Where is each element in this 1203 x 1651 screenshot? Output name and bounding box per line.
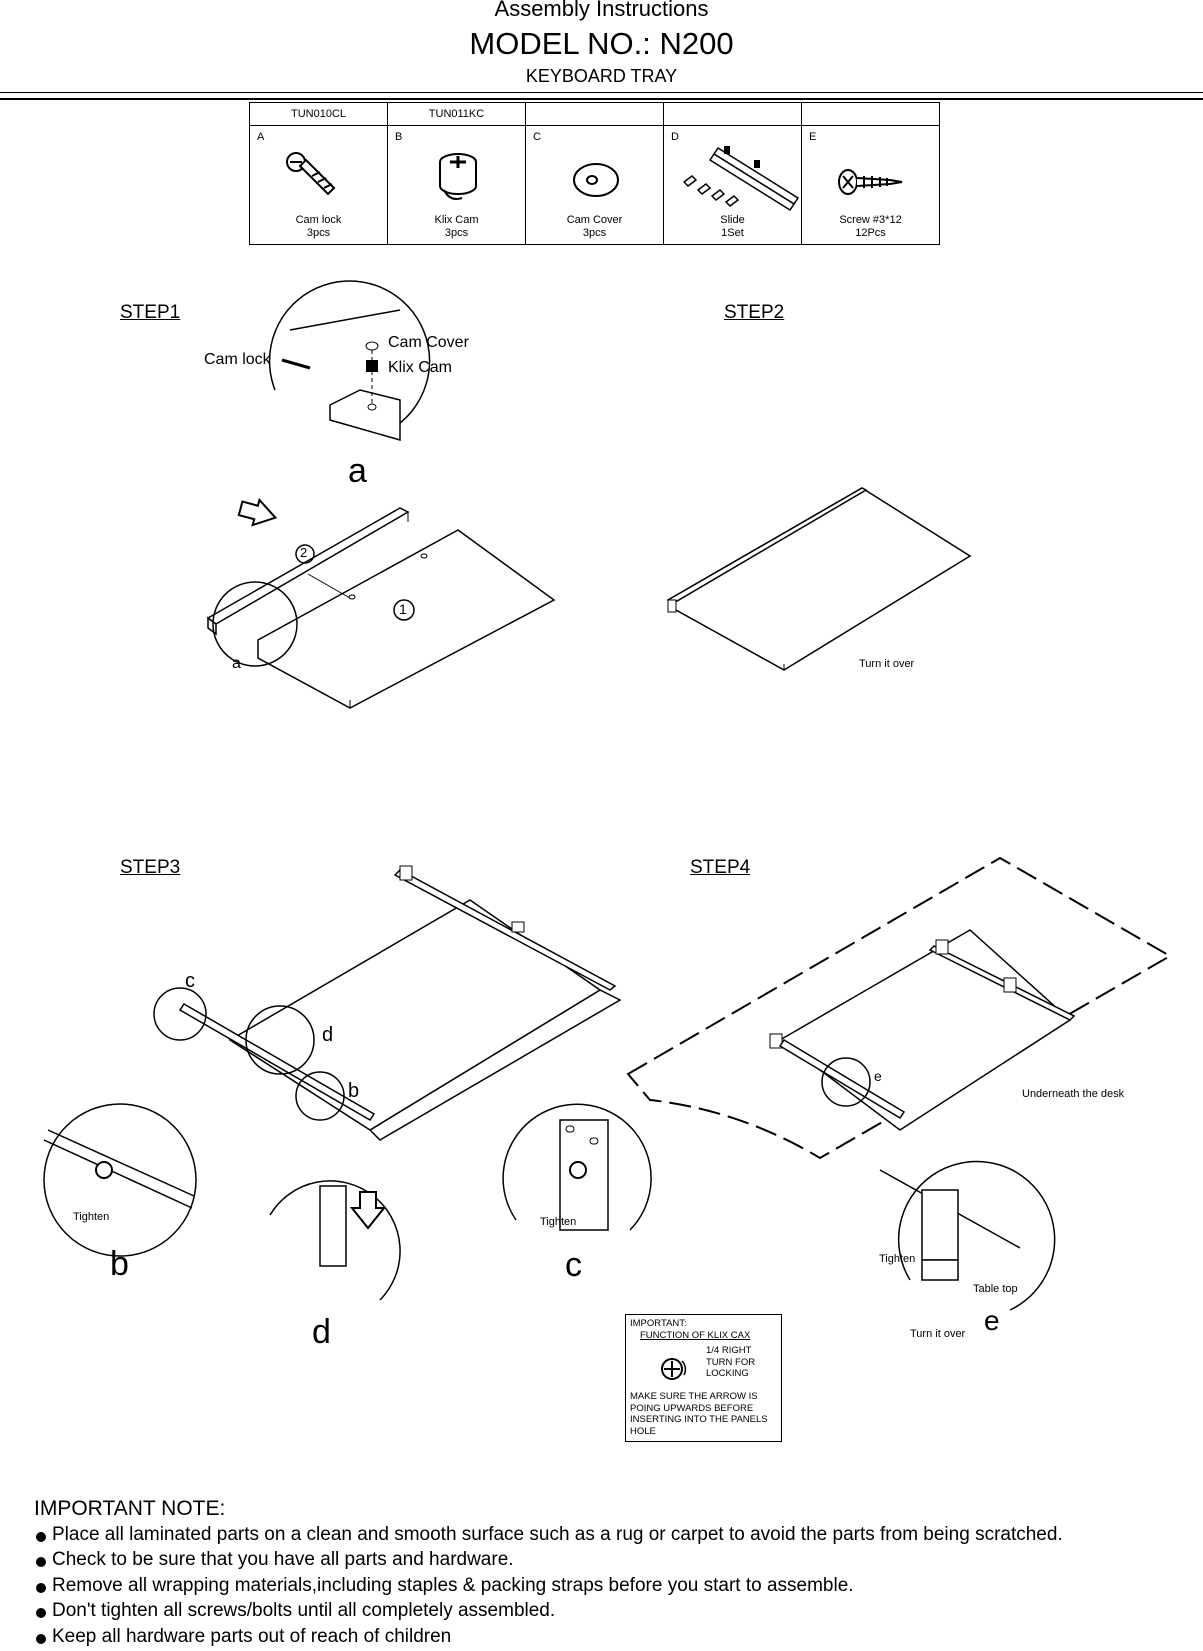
screw-icon <box>838 169 903 195</box>
step1-klix-cam-label: Klix Cam <box>388 359 453 376</box>
step4-underneath: Underneath the desk <box>1022 1088 1125 1100</box>
list-item: Keep all hardware parts out of reach of … <box>34 1624 1063 1650</box>
part-code <box>663 102 802 126</box>
important-body-line: POING UPWARDS BEFORE <box>630 1402 754 1414</box>
detail-e-tighten: Tighten <box>879 1253 916 1265</box>
detail-e-table-top: Table top <box>973 1283 1018 1295</box>
detail-b-label: b <box>110 1245 129 1283</box>
important-box: IMPORTANT: FUNCTION OF KLIX CAX 1/4 RIGH… <box>625 1314 782 1442</box>
step1-title: STEP1 <box>120 302 181 323</box>
part-qty: 3pcs <box>306 227 331 239</box>
part-name: Slide <box>720 214 745 226</box>
header-rule-bottom <box>0 98 1203 100</box>
part-name: Klix Cam <box>434 214 479 226</box>
step4-callout-e: e <box>874 1068 882 1084</box>
part-letter: D <box>671 131 679 143</box>
part-qty: 3pcs <box>582 227 607 239</box>
cam-lock-icon <box>286 152 336 196</box>
part-qty: 1Set <box>721 227 744 239</box>
step1-small-a: a <box>232 655 241 672</box>
detail-b-text: Tighten <box>73 1211 110 1223</box>
important-body-line: INSERTING INTO THE PANELS <box>630 1414 768 1425</box>
product-name: KEYBOARD TRAY <box>525 66 678 86</box>
model-label: MODEL NO.: <box>469 26 651 61</box>
part-name: Cam Cover <box>566 214 623 226</box>
list-item: Place all laminated parts on a clean and… <box>34 1522 1063 1548</box>
important-body-line: HOLE <box>630 1425 656 1437</box>
part-code: TUN011KC <box>387 102 526 126</box>
turn-line: LOCKING <box>706 1368 749 1379</box>
step1-detail-letter: a <box>348 452 367 490</box>
step1-cam-cover-label: Cam Cover <box>388 334 469 351</box>
important-note-heading: IMPORTANT NOTE: <box>34 1497 226 1520</box>
part-qty: 12Pcs <box>855 227 886 239</box>
klix-cam-icon <box>439 153 477 200</box>
turn-line: 1/4 RIGHT <box>706 1345 752 1356</box>
slide-icon <box>682 146 800 212</box>
list-item: Check to be sure that you have all parts… <box>34 1547 1063 1573</box>
detail-d-label: d <box>312 1313 331 1351</box>
step3-callout-d: d <box>322 1024 334 1046</box>
part-letter: B <box>395 131 403 143</box>
header-rule-top <box>0 92 1203 93</box>
step1-marker-2: 2 <box>300 545 308 560</box>
step2-title: STEP2 <box>724 302 785 323</box>
step3-title: STEP3 <box>120 857 181 878</box>
step1-cam-lock-label: Cam lock <box>204 351 271 368</box>
part-qty: 3pcs <box>444 227 469 239</box>
model-line: MODEL NO.: N200 <box>0 26 1203 62</box>
important-box-title: IMPORTANT: <box>630 1318 687 1329</box>
important-box-turn: 1/4 RIGHT TURN FOR LOCKING <box>630 1345 777 1391</box>
list-item: Don't tighten all screws/bolts until all… <box>34 1598 1063 1624</box>
step3-callout-b: b <box>348 1080 360 1102</box>
important-note-list: Place all laminated parts on a clean and… <box>34 1522 1063 1650</box>
part-code <box>801 102 940 126</box>
detail-e-turn: Turn it over <box>910 1328 966 1340</box>
detail-c-text: Tighten <box>540 1216 577 1228</box>
part-name: Cam lock <box>295 214 342 226</box>
document-title: Assembly Instructions <box>494 0 709 21</box>
part-name: Screw #3*12 <box>839 214 902 226</box>
important-box-subtitle: FUNCTION OF KLIX CAX <box>640 1329 751 1341</box>
important-note: IMPORTANT NOTE: Place all laminated part… <box>34 1496 1063 1649</box>
klix-cam-turn-icon <box>661 1358 687 1380</box>
part-letter: C <box>533 131 541 143</box>
detail-c-label: c <box>565 1246 582 1284</box>
turn-line: TURN FOR <box>706 1356 756 1368</box>
step1-marker-1: 1 <box>399 601 407 617</box>
cam-cover-icon <box>573 163 619 197</box>
list-item: Remove all wrapping materials,including … <box>34 1573 1063 1599</box>
part-letter: E <box>809 131 817 143</box>
model-number: N200 <box>659 26 734 61</box>
step2-note: Turn it over <box>859 658 915 670</box>
important-body-line: MAKE SURE THE ARROW IS <box>630 1391 758 1402</box>
part-code: TUN010CL <box>249 102 388 126</box>
detail-e-label: e <box>984 1305 1000 1336</box>
step3-callout-c: c <box>185 970 195 992</box>
step4-title: STEP4 <box>690 857 751 878</box>
part-letter: A <box>257 131 265 143</box>
important-turn-text: 1/4 RIGHT TURN FOR LOCKING <box>706 1345 755 1380</box>
